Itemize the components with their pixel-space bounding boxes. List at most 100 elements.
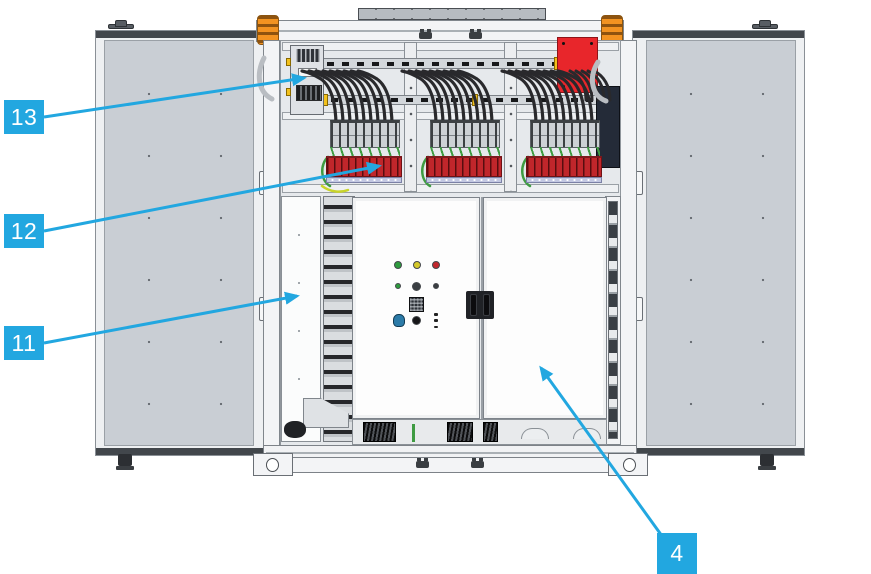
- top-bracket-icon-1: [419, 29, 432, 39]
- counter-display-icon: [409, 297, 424, 312]
- bottom-bracket-icon-1: [416, 458, 429, 468]
- callout-label-11: 11: [11, 329, 37, 356]
- base-skirt: [292, 457, 618, 473]
- green-wire-loops-3: [530, 147, 600, 157]
- cable: [407, 69, 445, 128]
- brush-gland-2: [447, 422, 473, 442]
- left-door-lifting-eye-icon: [108, 24, 134, 29]
- oval-hole-icon: [266, 458, 279, 472]
- blue-mushroom-button-icon: [393, 314, 405, 327]
- plug-connector-row-2: [430, 120, 500, 148]
- right-orange-hinge-damper-icon: [601, 15, 623, 45]
- cable: [442, 69, 480, 128]
- right-door-panel: [646, 40, 796, 446]
- callout-label-12: 12: [10, 217, 38, 244]
- green-lamp-icon: [394, 261, 402, 269]
- cable: [589, 59, 609, 104]
- cable: [521, 69, 559, 128]
- terminal-base-strip-3: [526, 177, 602, 183]
- oval-hole-icon: [623, 458, 636, 472]
- cable-coil: [284, 421, 306, 438]
- right-swing-door: [632, 30, 805, 456]
- right-lifting-bracket: [608, 453, 648, 476]
- cable: [456, 69, 494, 128]
- yellow-lamp-icon: [413, 261, 421, 269]
- cable: [574, 69, 594, 102]
- right-door-top-edge: [633, 31, 804, 38]
- callout-box-4: 4: [657, 533, 697, 574]
- interior-top-rail: [282, 42, 619, 51]
- cable-arch: [521, 428, 549, 439]
- bay-post-2: [504, 42, 517, 192]
- brush-gland-3: [483, 422, 498, 442]
- roof-vent-rail: [358, 8, 546, 20]
- fused-terminal-block-row-3: [526, 156, 602, 177]
- callout-box-13: 13: [4, 100, 44, 134]
- cable: [300, 69, 338, 128]
- small-dark-button-icon: [433, 283, 439, 289]
- base-line: [266, 452, 634, 454]
- cable: [428, 69, 466, 128]
- cable: [321, 69, 359, 128]
- top-bracket-icon-2: [469, 29, 482, 39]
- cable: [535, 69, 573, 128]
- cable: [435, 69, 473, 128]
- cable: [500, 69, 538, 128]
- right-door-lifting-eye-icon: [752, 24, 778, 29]
- callout-label-13: 13: [10, 103, 38, 130]
- right-door-foot-icon: [760, 454, 774, 466]
- cable: [586, 69, 606, 102]
- bottom-bracket-icon-2: [471, 458, 484, 468]
- cable: [449, 69, 487, 128]
- device-terminal-strip: [296, 49, 320, 62]
- vertical-cable-duct-rack: [323, 196, 355, 442]
- beam-line: [259, 30, 621, 32]
- cable: [514, 69, 552, 128]
- cable: [314, 69, 352, 128]
- cable: [556, 69, 594, 128]
- inner-door-right: [483, 197, 607, 419]
- green-wire-loops-2: [430, 147, 500, 157]
- callout-box-11: 11: [4, 326, 44, 360]
- fused-terminal-block-row-1: [326, 156, 402, 177]
- cable: [356, 69, 394, 128]
- cable: [421, 69, 459, 128]
- inner-door-handles: [466, 291, 494, 319]
- left-door-top-edge: [96, 31, 267, 38]
- right-handle-bar: [483, 294, 490, 316]
- black-button-icon: [412, 316, 421, 325]
- bay-post-1: [404, 42, 417, 192]
- cable: [568, 69, 588, 102]
- cable: [592, 69, 612, 102]
- right-din-rail-strip: [605, 196, 621, 445]
- cable: [542, 69, 580, 128]
- left-door-foot-icon: [118, 454, 132, 466]
- callout-box-12: 12: [4, 214, 44, 248]
- din-components: [608, 201, 618, 439]
- cable: [349, 69, 387, 128]
- red-lamp-icon: [432, 261, 440, 269]
- plug-connector-row-1: [330, 120, 400, 148]
- cable: [414, 69, 452, 128]
- cable: [256, 55, 275, 102]
- cable: [335, 69, 373, 128]
- cable: [307, 69, 345, 128]
- green-wire-loops-1: [330, 147, 400, 157]
- cable: [528, 69, 566, 128]
- terminal-base-strip-2: [426, 177, 502, 183]
- small-green-lamp-icon: [395, 283, 401, 289]
- cable: [507, 69, 545, 128]
- three-dot-label-icon: [434, 313, 438, 328]
- cable: [328, 69, 366, 128]
- plug-connector-row-3: [530, 120, 600, 148]
- green-wire-drop: [412, 424, 415, 442]
- left-lifting-bracket: [253, 453, 293, 476]
- right-door-bottom-edge: [633, 448, 804, 455]
- device-clip-icon: [286, 58, 291, 66]
- cable-arch: [573, 428, 601, 439]
- dark-button-icon: [412, 282, 421, 291]
- cable: [400, 69, 438, 128]
- cable: [342, 69, 380, 128]
